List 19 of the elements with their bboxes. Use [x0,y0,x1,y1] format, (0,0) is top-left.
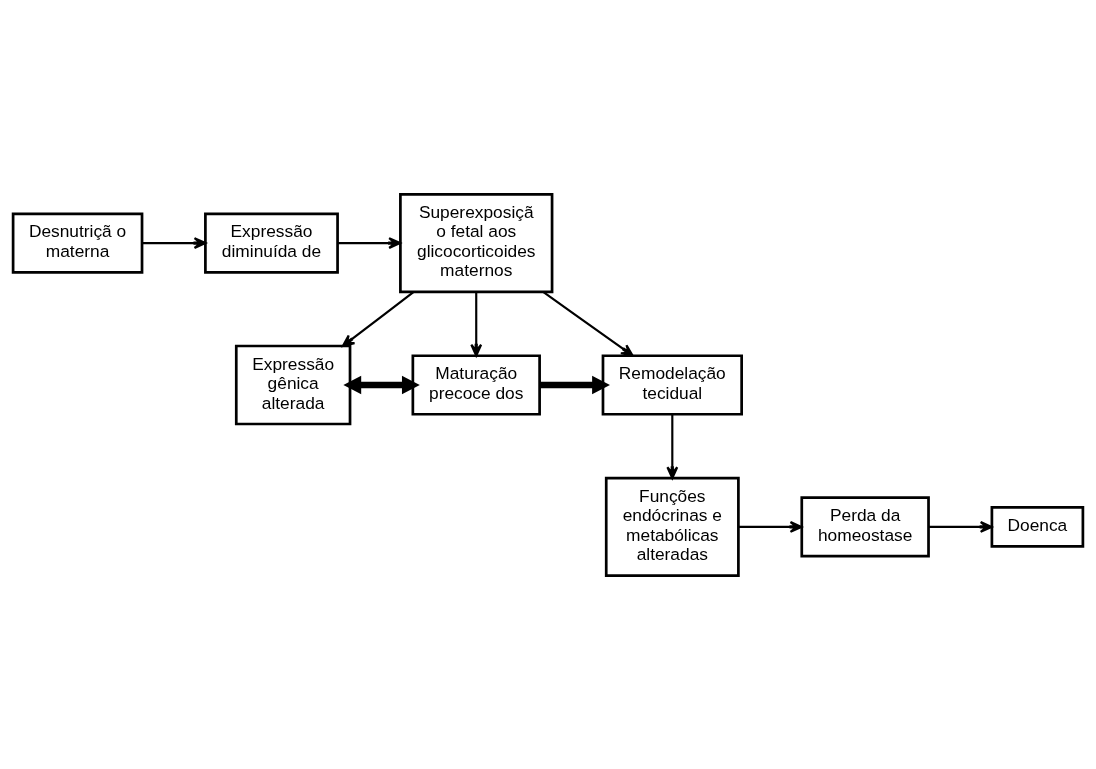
arrow [928,520,993,533]
node-box: Remodelação tecidual [601,353,743,416]
arrow [470,291,483,357]
node-box: Expressão gênica alterada [234,344,352,425]
arrow [738,520,803,533]
arrow [337,236,402,249]
arrow [666,413,679,479]
arrow [142,236,207,249]
arrow [341,290,415,347]
node-box: Doenca [990,505,1085,548]
node-box: Desnutriçã o materna [11,211,144,274]
arrow [542,290,634,357]
node-box: Funções endócrinas e metabólicas alteradas [604,476,740,577]
node-box: Maturação precoce dos [411,353,541,416]
node-box: Expressão diminuída de [204,211,339,274]
arrow [343,375,420,394]
node-box: Superexposiçã o fetal aos glicocorticoides maternos [399,192,554,293]
node-box: Perda da homeostase [800,495,930,558]
arrow [539,375,610,394]
